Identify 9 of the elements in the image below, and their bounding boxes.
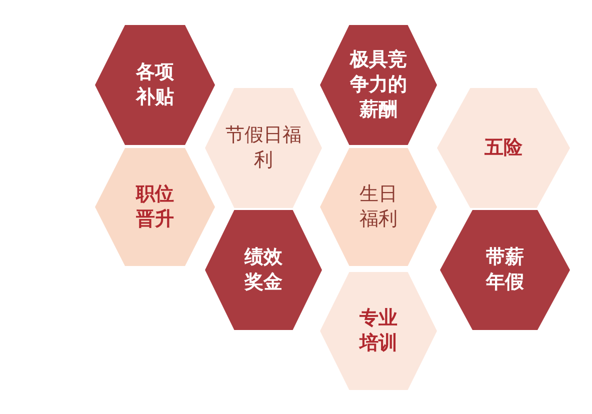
benefit-label: 绩效奖金	[243, 245, 284, 295]
benefit-label: 极具竞争力的薪酬	[348, 48, 408, 122]
benefit-label: 生日福利	[358, 182, 398, 232]
benefit-label: 职位晋升	[134, 182, 175, 232]
benefit-label: 节假日福利	[224, 123, 302, 173]
benefit-label: 各项补贴	[134, 60, 175, 110]
benefit-label: 专业培训	[358, 306, 398, 356]
benefit-label: 带薪年假	[484, 245, 525, 295]
benefit-label: 五险	[484, 136, 524, 160]
